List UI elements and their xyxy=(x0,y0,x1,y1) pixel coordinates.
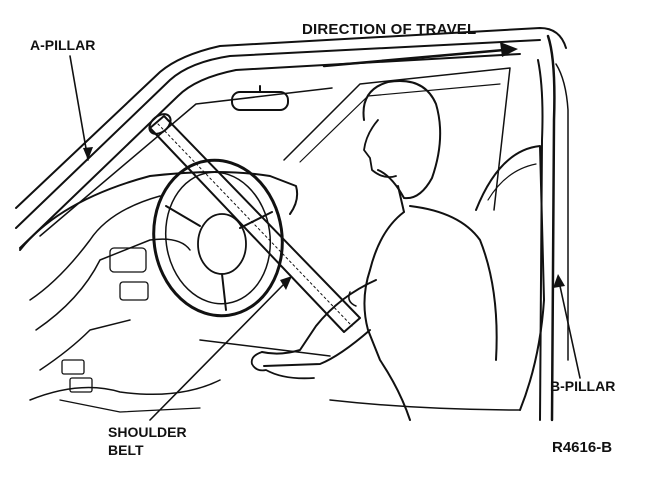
b-pillar-inner xyxy=(537,59,544,421)
windshield-edge xyxy=(39,87,333,237)
shoulder-belt xyxy=(149,115,361,333)
door-sill xyxy=(199,339,331,357)
shoulder-belt-pointer xyxy=(149,281,287,421)
a-pillar-inner xyxy=(19,53,521,249)
occupant-torso xyxy=(363,211,411,421)
steering-hub xyxy=(197,213,247,275)
belt-anchor xyxy=(148,113,172,135)
a-pillar-pointer xyxy=(69,55,89,161)
occupant-neck xyxy=(397,185,405,213)
occupant-hand xyxy=(250,351,315,380)
figure-code: R4616-B xyxy=(552,439,613,456)
b-pillar-trim xyxy=(555,63,569,361)
roof-rail xyxy=(15,27,567,209)
shoulder-belt-label-line2: BELT xyxy=(108,442,144,458)
a-pillar-outer xyxy=(15,39,541,229)
occupant-arm xyxy=(261,279,377,355)
side-window xyxy=(283,67,511,211)
seat-back xyxy=(475,145,545,411)
b-pillar xyxy=(546,34,556,422)
travel-arrow-shaft xyxy=(322,48,506,68)
occupant-face xyxy=(363,119,397,179)
direction-of-travel-label: DIRECTION OF TRAVEL xyxy=(302,21,477,38)
shoulder-belt-label: SHOULDER BELT xyxy=(108,423,187,459)
shoulder-belt-label-line1: SHOULDER xyxy=(108,424,187,440)
instrument-panel xyxy=(35,238,191,331)
occupant-hair xyxy=(362,80,442,200)
travel-arrow-head xyxy=(500,42,518,57)
a-pillar-label: A-PILLAR xyxy=(30,37,96,53)
b-pillar-label: B-PILLAR xyxy=(550,378,616,394)
seat-cushion xyxy=(329,399,521,411)
b-pillar-pointer xyxy=(559,285,581,379)
